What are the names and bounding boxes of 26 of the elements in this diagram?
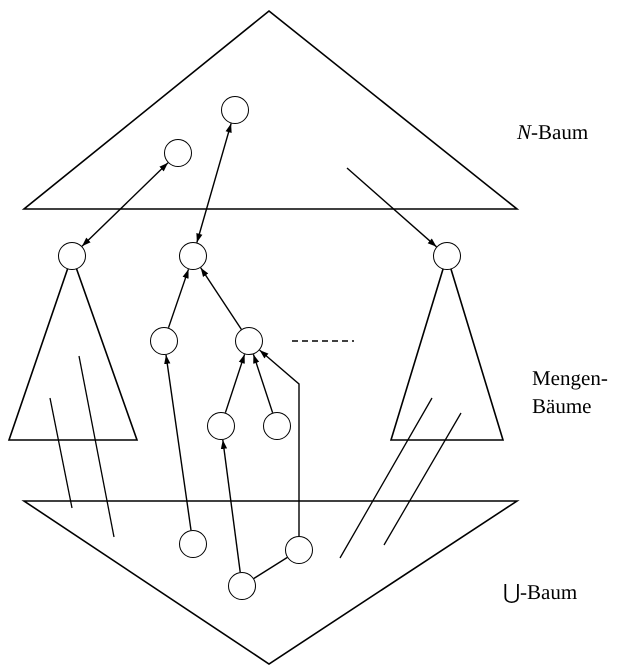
circle-node [263, 412, 291, 440]
arrow [220, 440, 241, 572]
arrow [164, 354, 192, 530]
circle-node [150, 327, 178, 355]
arrow [82, 162, 168, 247]
circle-node [164, 139, 192, 167]
circle-node [228, 572, 256, 600]
arrow [196, 123, 232, 243]
circle-node [285, 536, 313, 564]
arrow [259, 350, 300, 536]
arrow [168, 269, 190, 328]
circle-node [58, 242, 86, 270]
circle-node [179, 242, 207, 270]
circle-node [207, 412, 235, 440]
circle-node [235, 327, 263, 355]
circle-node [433, 242, 461, 270]
tree-label: ⋃-Baum [503, 579, 578, 606]
circle-node [221, 96, 249, 124]
tree-label: Mengen- Bäume [532, 365, 609, 420]
arrow [252, 354, 274, 413]
arrow [200, 267, 242, 330]
arrow [224, 354, 246, 413]
arrow [346, 167, 437, 248]
connector-line [253, 556, 288, 580]
tree-label: N-Baum [517, 119, 588, 146]
circle-node [179, 530, 207, 558]
